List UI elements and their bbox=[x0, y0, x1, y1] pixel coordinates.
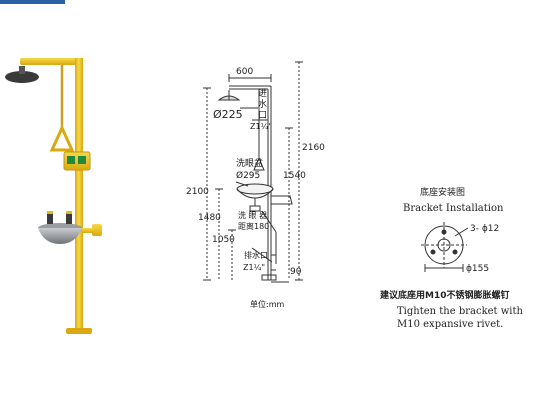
bracket-note-en-2: M10 expansive rivet. bbox=[397, 319, 503, 330]
dim-drain-height: 1050 bbox=[212, 235, 235, 245]
bracket-diagram bbox=[421, 222, 469, 272]
label-drain-thread: Z1¼" bbox=[243, 263, 265, 272]
bracket-title-cn: 底座安装图 bbox=[420, 186, 465, 198]
label-bowl-diameter: Ø295 bbox=[236, 170, 260, 181]
header-accent-bar bbox=[0, 0, 65, 4]
label-unit: 单位:mm bbox=[250, 299, 284, 309]
bracket-note-cn: 建议底座用M10不锈钢膨胀螺钉 bbox=[380, 289, 509, 301]
label-inlet-thread: Z1¼" bbox=[250, 122, 272, 131]
bracket-holes: 3- ϕ12 bbox=[470, 224, 499, 234]
dim-eyewash-height: 1540 bbox=[283, 171, 306, 181]
product-illustration bbox=[5, 58, 102, 334]
label-eyewash-distance-1: 洗 眼 器 bbox=[238, 210, 267, 220]
eyewash-bowl bbox=[38, 228, 82, 244]
bracket-note-en-1: Tighten the bracket with bbox=[397, 306, 524, 317]
dim-bowl-height: 1480 bbox=[198, 213, 221, 223]
label-eyewash-bowl: 洗眼盆 bbox=[236, 157, 263, 169]
dim-total-height: 2160 bbox=[302, 143, 325, 153]
label-water-inlet-2: 水 bbox=[258, 98, 267, 110]
base-plate bbox=[66, 328, 92, 334]
dimension-drawing bbox=[203, 61, 303, 283]
main-pipe bbox=[75, 58, 83, 333]
pull-handle bbox=[49, 124, 75, 152]
shower-arm bbox=[20, 58, 80, 65]
shower-head bbox=[5, 71, 39, 83]
dim-base-offset: 90 bbox=[290, 267, 302, 277]
push-pad bbox=[92, 224, 102, 236]
dim-overall-height: 2100 bbox=[186, 187, 209, 197]
dim-top-width: 600 bbox=[236, 67, 253, 77]
bracket-title-en: Bracket Installation bbox=[403, 203, 504, 214]
label-water-inlet-1: 进 bbox=[258, 88, 267, 99]
label-water-inlet-3: 口 bbox=[258, 111, 267, 121]
label-drain-outlet: 排水口 bbox=[244, 250, 268, 260]
bracket-diameter: ϕ155 bbox=[466, 264, 489, 274]
label-eyewash-distance-2: 距离180 bbox=[238, 221, 269, 231]
dim-showerhead-diameter: Ø225 bbox=[213, 108, 243, 121]
